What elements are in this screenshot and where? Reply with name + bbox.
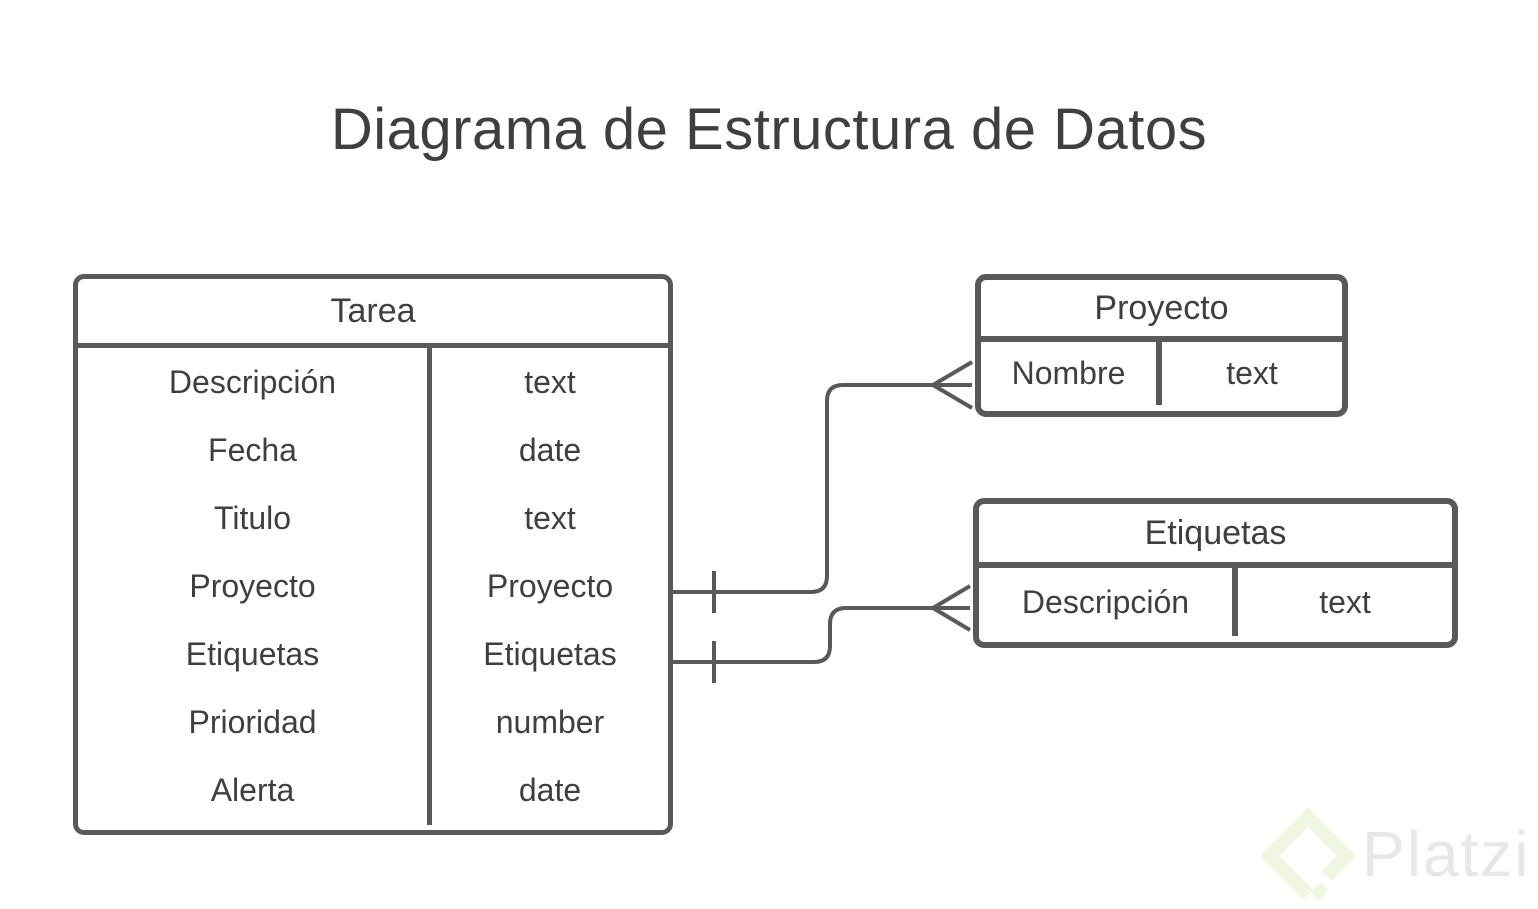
- entity-proyecto-field-names: Nombre: [981, 342, 1162, 405]
- entity-proyecto-title: Proyecto: [981, 280, 1342, 342]
- field-type: Etiquetas: [483, 636, 617, 673]
- field-name: Nombre: [1011, 355, 1126, 391]
- platzi-watermark: Platzi: [1262, 806, 1531, 902]
- field-name: Titulo: [213, 499, 292, 536]
- field-name: Descripción: [1021, 583, 1190, 620]
- field-name: Fecha: [208, 431, 297, 468]
- page-title: Diagrama de Estructura de Datos: [330, 97, 1208, 162]
- crow-foot-icon-etiquetas: [925, 584, 972, 632]
- field-name: Proyecto: [189, 567, 316, 604]
- entity-etiquetas-field-names: Descripción: [979, 568, 1238, 636]
- field-type: date: [518, 772, 582, 809]
- entity-proyecto-field-types: text: [1162, 342, 1342, 405]
- field-type: text: [524, 499, 576, 536]
- entity-tarea-field-types: text date text Proyecto Etiquetas number…: [432, 348, 668, 825]
- platzi-watermark-text: Platzi: [1362, 818, 1531, 890]
- entity-etiquetas: Etiquetas Descripción text: [973, 498, 1458, 648]
- field-type: text: [1226, 355, 1278, 391]
- entity-tarea-field-names: Descripción Fecha Titulo Proyecto Etique…: [78, 348, 432, 825]
- field-name: Alerta: [210, 772, 295, 809]
- field-type: number: [495, 704, 605, 741]
- platzi-logo-icon: [1262, 807, 1354, 901]
- field-type: text: [1319, 583, 1371, 620]
- field-name: Prioridad: [188, 704, 317, 741]
- field-type: date: [518, 431, 582, 468]
- entity-etiquetas-title: Etiquetas: [979, 504, 1452, 568]
- crow-foot-icon-proyecto: [925, 360, 974, 410]
- entity-etiquetas-field-types: text: [1238, 568, 1452, 636]
- field-name: Descripción: [168, 363, 337, 400]
- field-name: Etiquetas: [185, 636, 320, 673]
- relationship-line-tarea-etiquetas: [671, 606, 933, 664]
- entity-tarea-title: Tarea: [78, 279, 668, 348]
- field-type: Proyecto: [486, 567, 614, 604]
- relationship-line-tarea-proyecto: [671, 383, 933, 594]
- entity-tarea: Tarea Descripción Fecha Titulo Proyecto …: [73, 274, 673, 835]
- field-type: text: [524, 363, 576, 400]
- entity-proyecto: Proyecto Nombre text: [975, 274, 1348, 417]
